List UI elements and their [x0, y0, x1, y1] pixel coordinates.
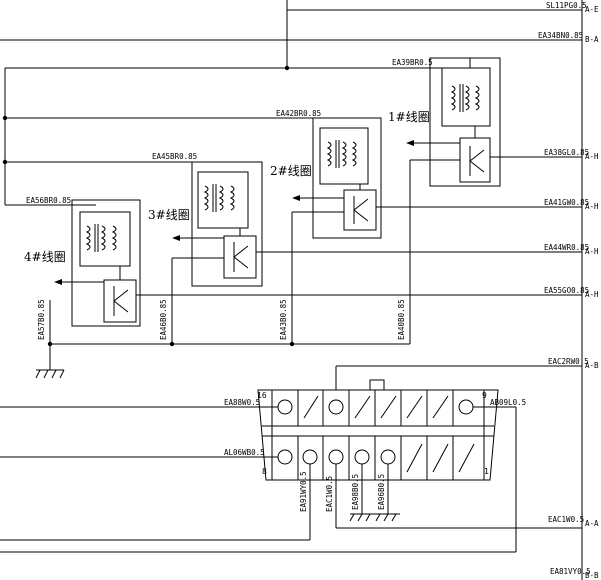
right-wire-label: EA41GW0.85: [544, 198, 589, 207]
bottom-wire-label-4: EA96B0.5: [377, 474, 386, 510]
right-conn-label: A-H: [585, 152, 599, 161]
left-wire-label-1: EA88W0.5: [224, 398, 260, 407]
right-conn-label: B-A: [585, 35, 599, 44]
coil4-wire-label: EA56BR0.85: [26, 196, 71, 205]
bottom-wire-label-1: EA91WY0.5: [299, 471, 308, 512]
diagnostic-connector: 16 9 8 1: [257, 365, 582, 481]
right-wire-label: SL11PG0.5: [546, 1, 587, 10]
pin-9-label: 9: [482, 391, 487, 400]
right-wire-label: EAC2RW0.5: [548, 357, 589, 366]
coil3-module: 3#线圈 EA45BR0.85: [148, 152, 582, 287]
coil2-module: 2#线圈 EA42BR0.85: [270, 109, 582, 239]
bottom-wire-label-3: EA98B0.5: [351, 474, 360, 510]
right-connector-wire-label: AB09L0.5: [490, 398, 526, 407]
right-wire-label: EA55GO0.85: [544, 286, 589, 295]
right-conn-label: A-B: [585, 361, 599, 370]
coil1-label: 1#线圈: [388, 110, 430, 124]
coil2-label: 2#线圈: [270, 164, 312, 178]
right-conn-label: B-B: [585, 571, 599, 580]
right-wire-label: EAC1W0.5: [548, 515, 584, 524]
coil4-label: 4#线圈: [24, 250, 66, 264]
left-wire-label-2: AL06WB0.5: [224, 448, 265, 457]
coil3-label: 3#线圈: [148, 208, 190, 222]
right-wire-label: EA34BN0.85: [538, 31, 583, 40]
pin-8-label: 8: [262, 467, 267, 476]
coil1-module: 1#线圈 EA39BR0.5: [388, 57, 582, 187]
right-conn-label: A-H: [585, 290, 599, 299]
pin-16-label: 16: [257, 391, 267, 400]
vwire-4-label: EA40B0.85: [397, 299, 406, 340]
vwire-3-label: EA43B0.85: [279, 299, 288, 340]
coil4-module: 4#线圈 EA56BR0.85: [24, 196, 582, 327]
right-conn-label: A-H: [585, 202, 599, 211]
vwire-1-label: EA57B0.85: [37, 299, 46, 340]
right-conn-label: A-H: [585, 247, 599, 256]
coil2-wire-label: EA42BR0.85: [276, 109, 321, 118]
right-wire-label: EA81VY0.5: [550, 567, 591, 576]
right-wire-label: EA44WR0.85: [544, 243, 589, 252]
right-wire-labels: SL11PG0.5 A-E EA34BN0.85 B-A EA38GL0.85 …: [538, 1, 599, 580]
vwire-2-label: EA46B0.85: [159, 299, 168, 340]
right-conn-label: A-E: [585, 5, 599, 14]
coil1-wire-label: EA39BR0.5: [392, 58, 433, 67]
pin-1-label: 1: [484, 467, 489, 476]
bottom-wire-label-2: EAC1W0.5: [325, 476, 334, 512]
right-wire-label: EA38GL0.85: [544, 148, 589, 157]
coil3-wire-label: EA45BR0.85: [152, 152, 197, 161]
right-conn-label: A-A: [585, 519, 599, 528]
